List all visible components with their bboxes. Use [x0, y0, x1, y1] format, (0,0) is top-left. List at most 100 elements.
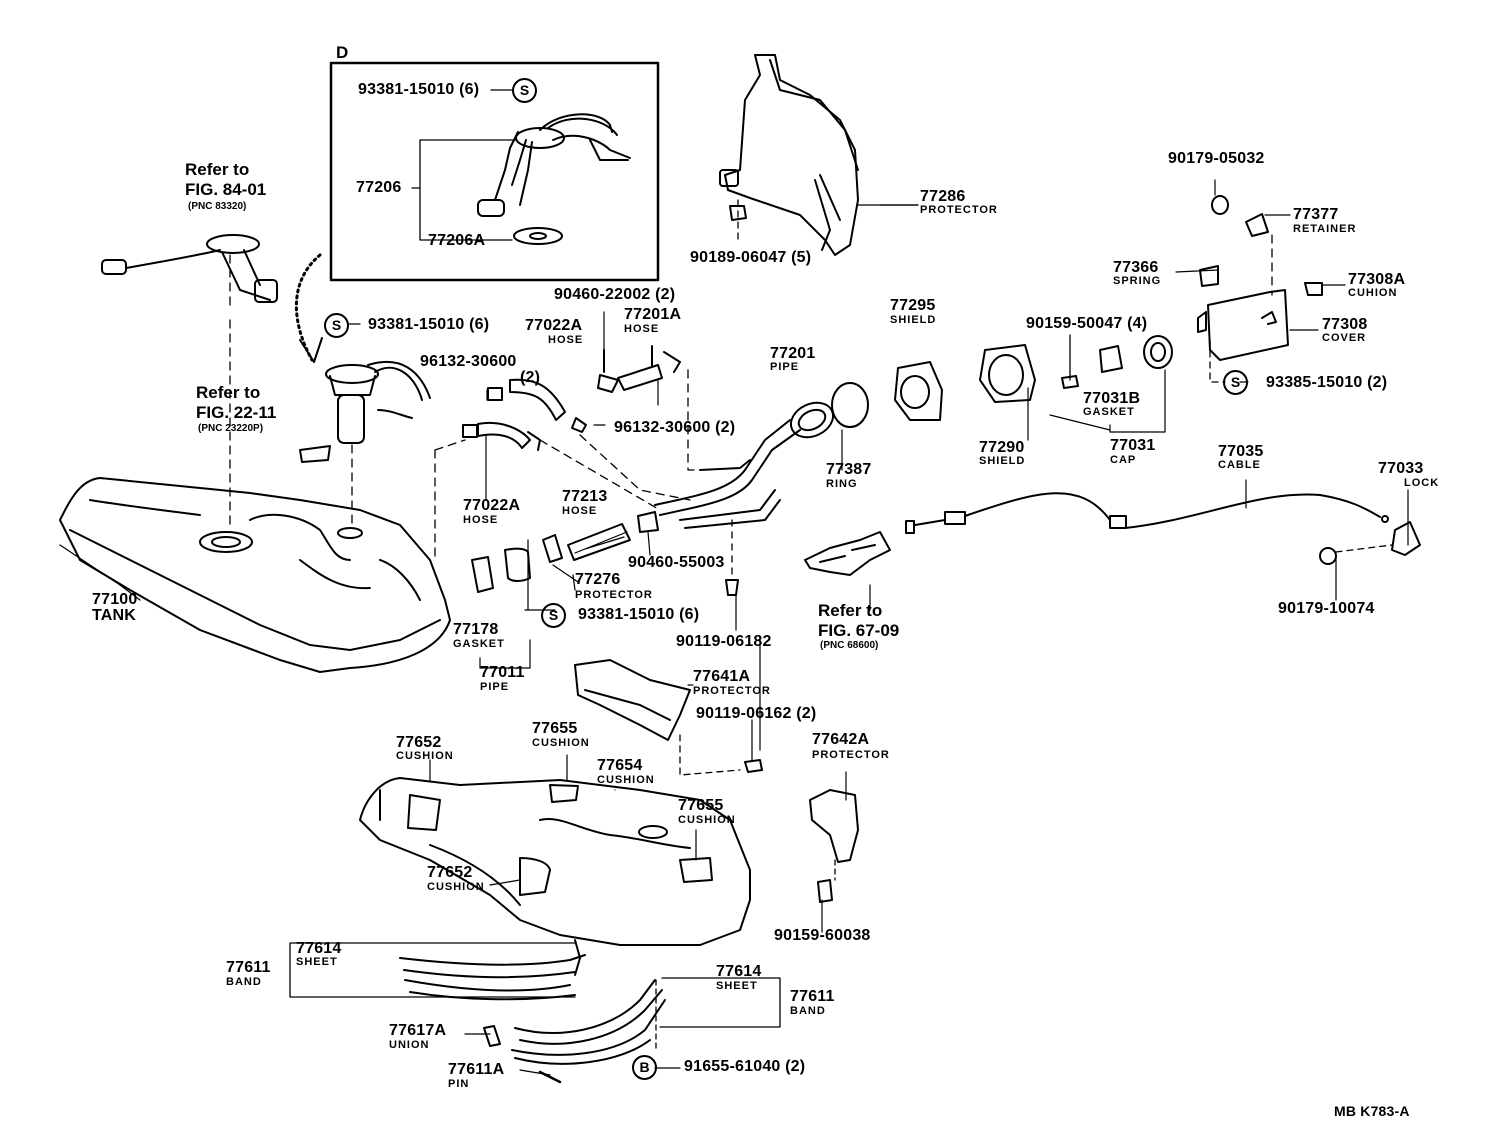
cushion-77308A — [1304, 282, 1323, 296]
union-77617A — [483, 1025, 501, 1047]
part-77276: 77276 — [575, 571, 621, 588]
part-77201: 77201 — [770, 345, 816, 362]
filler-pipe — [654, 401, 835, 529]
protector-77641A — [574, 659, 691, 741]
part-90460-22002: 90460-22002 (2) — [554, 286, 676, 303]
protector-77286 — [719, 54, 859, 256]
part-93385: 93385-15010 (2) — [1266, 374, 1388, 391]
part-77033: 77033 — [1378, 460, 1424, 477]
part-93381-main: 93381-15010 (6) — [368, 316, 490, 333]
part-77614-b-name: SHEET — [716, 980, 758, 992]
part-77614-a: 77614 — [296, 940, 342, 957]
part-90159-60038: 90159-60038 — [774, 927, 871, 944]
part-77206: 77206 — [356, 179, 402, 196]
part-77308A: 77308A — [1348, 271, 1406, 288]
part-77308: 77308 — [1322, 316, 1368, 333]
part-77617A: 77617A — [389, 1022, 447, 1039]
fuel-pump-main — [299, 360, 431, 526]
part-96132-b: 96132-30600 (2) — [614, 419, 736, 436]
part-77655-a: 77655 — [532, 720, 578, 737]
part-77611-a: 77611 — [226, 959, 271, 976]
hose-assembly — [462, 345, 681, 593]
fuel-tank-lower — [359, 777, 751, 946]
symbol-s-detail: S — [512, 78, 537, 103]
part-77611-b-name: BAND — [790, 1005, 826, 1017]
part-77100: 77100 — [92, 591, 138, 608]
curved-arrow — [295, 253, 322, 362]
part-77201A: 77201A — [624, 306, 682, 323]
part-77213-name: HOSE — [562, 505, 598, 517]
refer-22-line3: (PNC 23220P) — [198, 423, 264, 434]
part-77652-a: 77652 — [396, 734, 442, 751]
refer-84-line1: Refer to — [185, 160, 250, 179]
part-77033-name: LOCK — [1404, 477, 1440, 489]
part-77641A-name: PROTECTOR — [693, 685, 771, 697]
part-77387-name: RING — [826, 478, 858, 490]
part-77387: 77387 — [826, 461, 872, 478]
ring-77387 — [831, 382, 869, 428]
tank-straps — [399, 939, 666, 1065]
part-77022A-bot-name: HOSE — [463, 514, 499, 526]
part-77213: 77213 — [562, 488, 608, 505]
part-77611-a-name: BAND — [226, 976, 262, 988]
part-77035: 77035 — [1218, 443, 1264, 460]
part-77031B-name: GASKET — [1083, 406, 1135, 418]
part-77035-name: CABLE — [1218, 459, 1261, 471]
part-77201-name: PIPE — [770, 361, 800, 373]
part-77654-name: CUSHION — [597, 774, 655, 786]
part-96132-a-qty: (2) — [520, 369, 541, 386]
part-77377-name: RETAINER — [1293, 223, 1357, 235]
part-77641A: 77641A — [693, 668, 751, 685]
part-90189: 90189-06047 (5) — [690, 249, 812, 266]
part-77377: 77377 — [1293, 206, 1339, 223]
detail-d-frame — [329, 61, 660, 282]
part-77654: 77654 — [597, 757, 643, 774]
part-77308-name: COVER — [1322, 332, 1367, 344]
symbol-s-main: S — [324, 313, 349, 338]
part-77178-name: GASKET — [453, 638, 505, 650]
spring-77366 — [1199, 265, 1219, 287]
part-77366: 77366 — [1113, 259, 1159, 276]
part-77011: 77011 — [480, 664, 525, 681]
retainer-77377 — [1245, 213, 1269, 237]
nut-90179-10074 — [1319, 547, 1337, 565]
symbol-b: B — [632, 1055, 657, 1080]
refer-22-line1: Refer to — [196, 383, 261, 402]
part-77611A-name: PIN — [448, 1078, 470, 1090]
part-90179-10074: 90179-10074 — [1278, 600, 1375, 617]
part-77614-b: 77614 — [716, 963, 762, 980]
part-77290-name: SHIELD — [979, 455, 1026, 467]
part-77295: 77295 — [890, 297, 936, 314]
part-93381-lower: 93381-15010 (6) — [578, 606, 700, 623]
shield-77290 — [979, 344, 1036, 403]
fuel-tank-main — [59, 477, 451, 673]
symbol-s-lower: S — [541, 603, 566, 628]
part-77652-b: 77652 — [427, 864, 473, 881]
part-77655-b-name: CUSHION — [678, 814, 736, 826]
detail-pump-assembly — [477, 113, 631, 245]
symbol-s-cover: S — [1223, 370, 1248, 395]
part-77308A-name: CUHION — [1348, 287, 1398, 299]
bumper-90179 — [1211, 195, 1229, 215]
part-77206A: 77206A — [428, 232, 486, 249]
part-77295-name: SHIELD — [890, 314, 937, 326]
lock-bracket-refer — [804, 531, 891, 576]
part-77276-name: PROTECTOR — [575, 589, 653, 601]
part-77031: 77031 — [1110, 437, 1156, 454]
part-77652-b-name: CUSHION — [427, 881, 485, 893]
fuel-sender-gauge — [101, 234, 278, 311]
part-77286: 77286 — [920, 188, 966, 205]
part-77611A: 77611A — [448, 1061, 505, 1078]
part-77031B: 77031B — [1083, 390, 1141, 407]
part-90119-06162: 90119-06162 (2) — [696, 705, 817, 722]
refer-67-line2: FIG. 67-09 — [818, 621, 900, 640]
part-93381-detail: 93381-15010 (6) — [358, 81, 480, 98]
part-77201A-name: HOSE — [624, 323, 660, 335]
part-77614-a-name: SHEET — [296, 956, 338, 968]
part-77652-a-name: CUSHION — [396, 750, 454, 762]
part-77617A-name: UNION — [389, 1039, 430, 1051]
part-77655-a-name: CUSHION — [532, 737, 590, 749]
refer-22-line2: FIG. 22-11 — [196, 403, 277, 422]
protector-77642A — [809, 789, 859, 863]
